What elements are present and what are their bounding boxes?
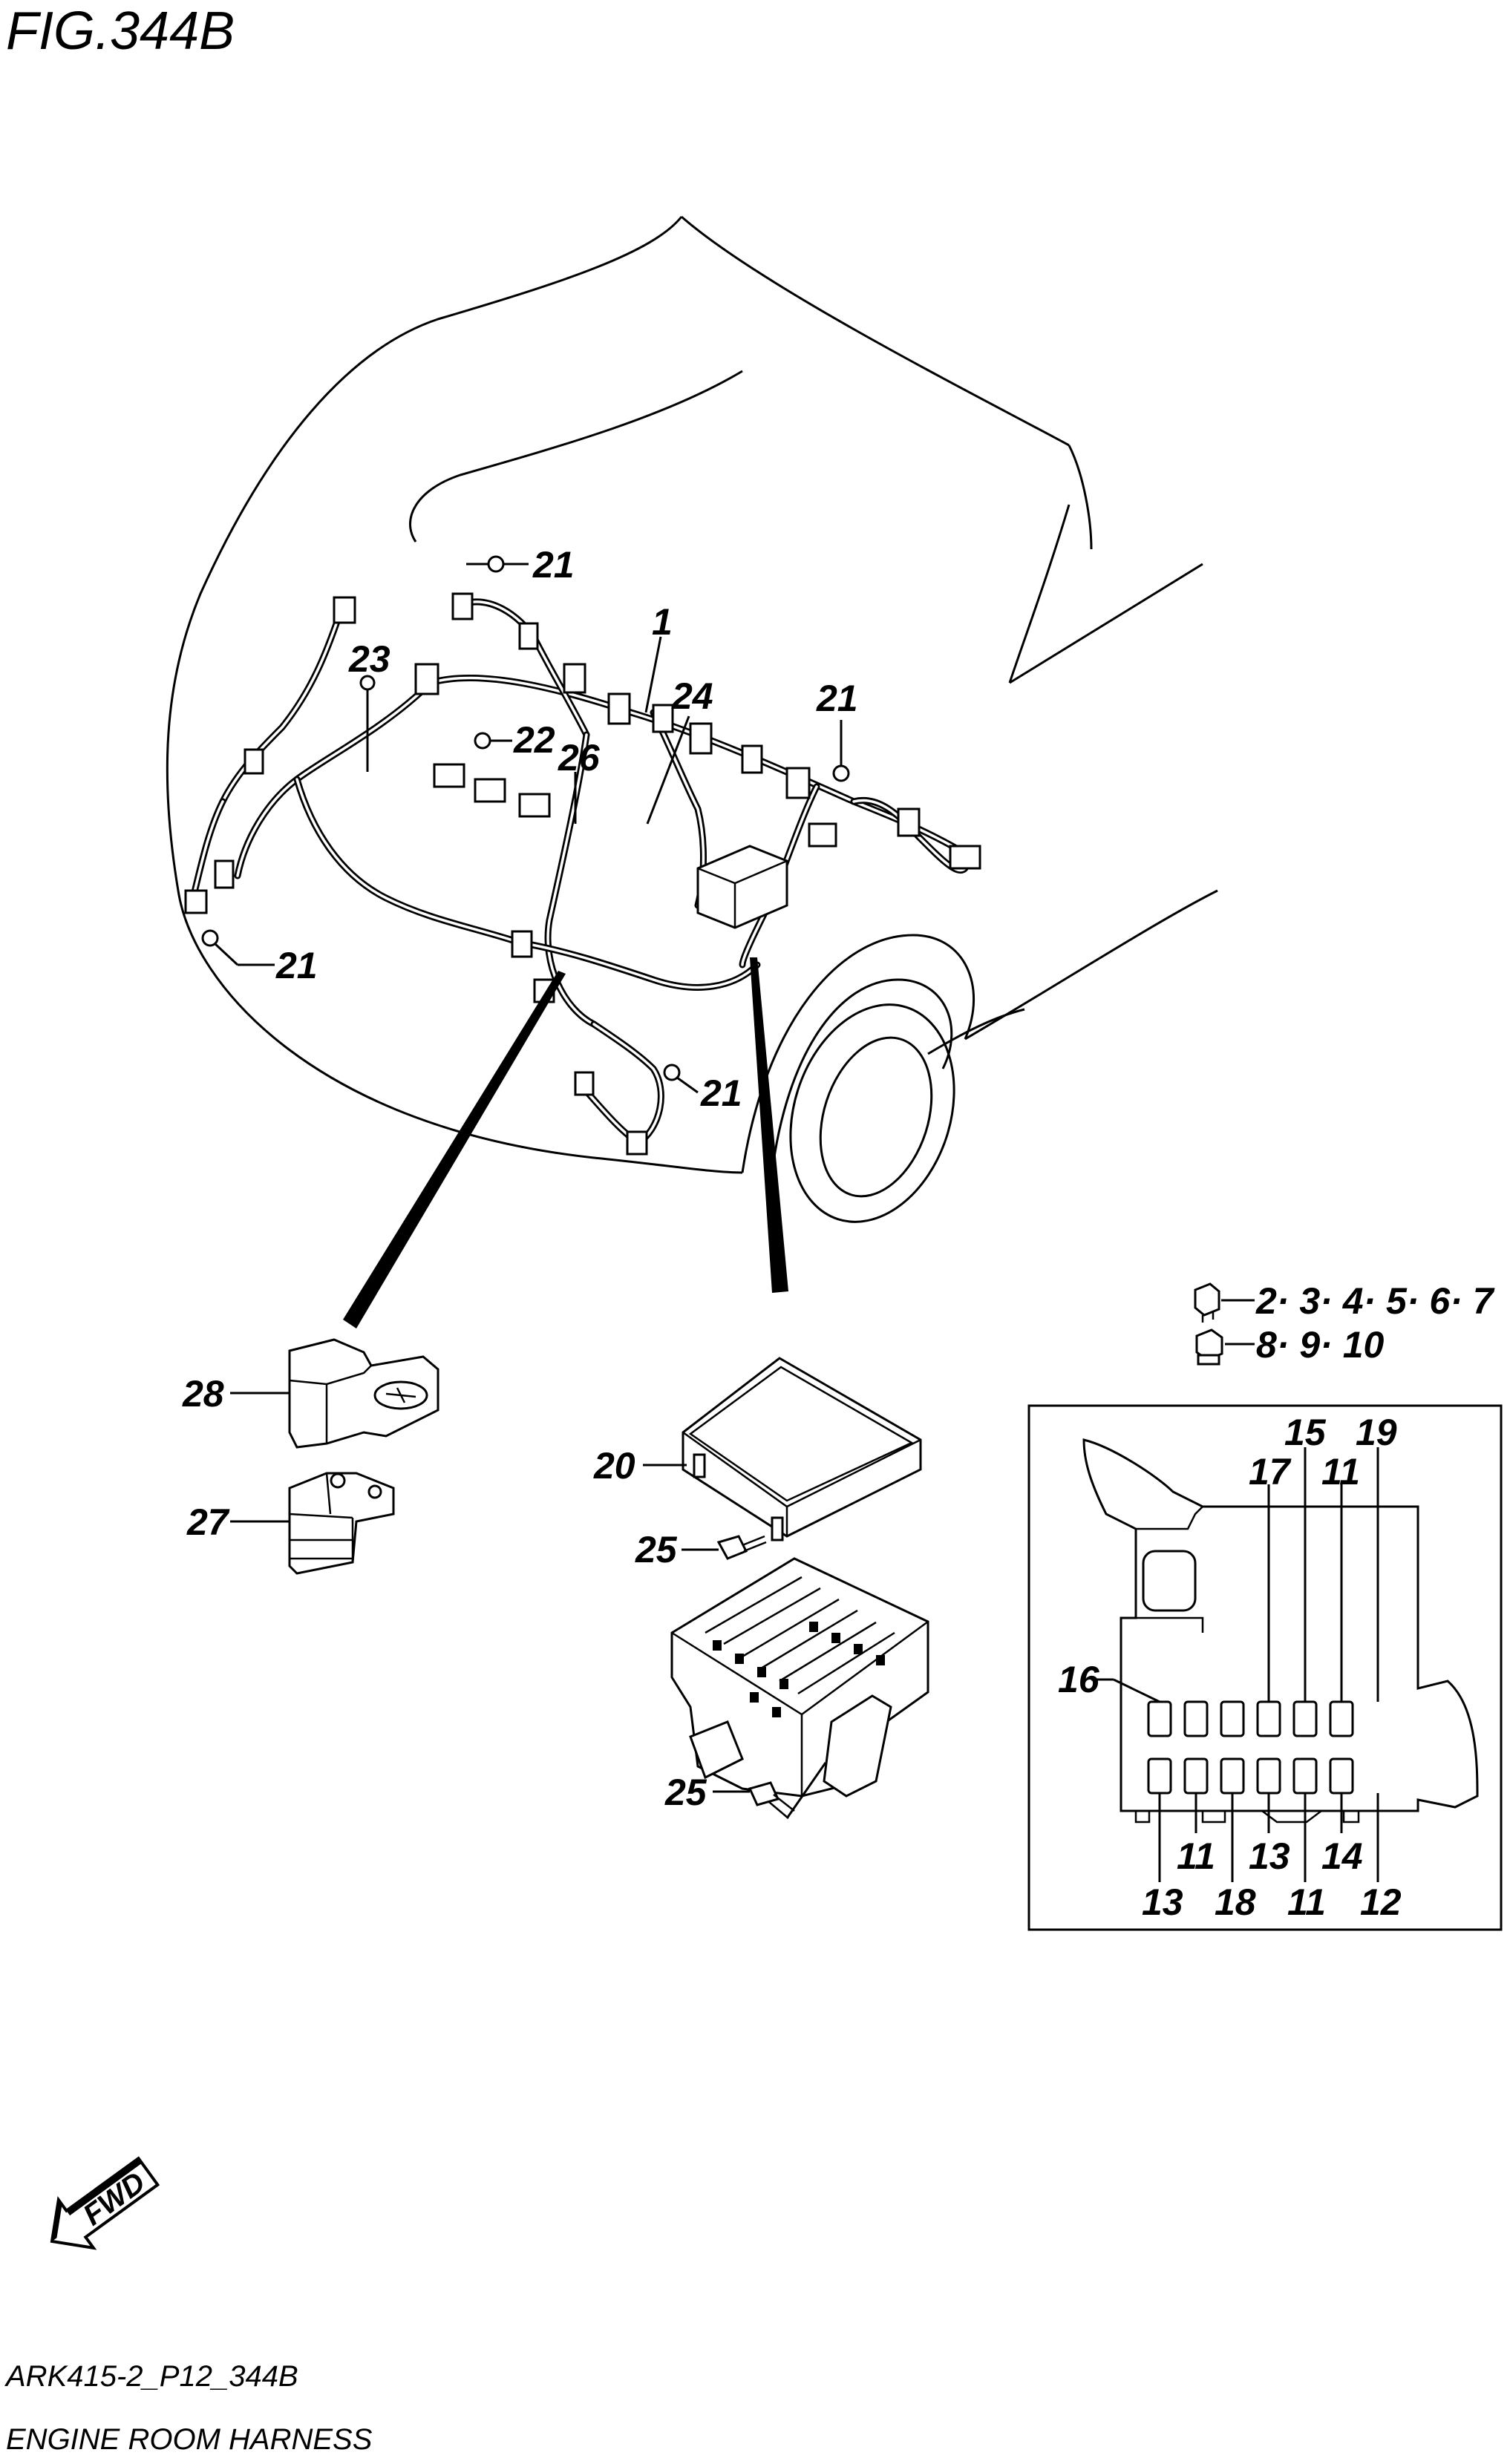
pointer-to-fuse-box <box>750 957 788 1293</box>
harness-assembly <box>184 592 981 1156</box>
fuse-label-17: 17 <box>1249 1451 1292 1493</box>
callout-1: 1 <box>652 601 673 643</box>
fuse-label-11-mid: 11 <box>1177 1835 1215 1877</box>
fuse-label-13-bottom: 13 <box>1142 1881 1183 1923</box>
callout-21-right: 21 <box>816 678 858 719</box>
callout-relay-large: 2· 3· 4· 5· 6· 7 <box>1255 1280 1495 1322</box>
callout-relay-small: 8· 9· 10 <box>1256 1324 1385 1366</box>
fuse-label-15: 15 <box>1284 1412 1327 1453</box>
callout-25-bottom: 25 <box>664 1772 707 1813</box>
relay-small-icon <box>1195 1328 1223 1366</box>
callout-27: 27 <box>186 1501 230 1543</box>
fuse-label-11-bottom: 11 <box>1287 1881 1326 1923</box>
callout-22: 22 <box>513 719 555 761</box>
relay-large-icon <box>1194 1282 1220 1323</box>
part-20-fusebox-cover <box>682 1357 922 1541</box>
fuse-box-installed <box>696 845 788 929</box>
fuse-label-13-mid: 13 <box>1249 1835 1290 1877</box>
callout-23: 23 <box>348 638 390 680</box>
vehicle-outline <box>166 215 1218 1223</box>
fuse-label-19: 19 <box>1356 1412 1397 1453</box>
figure-title: FIG.344B <box>6 1 235 61</box>
fuse-label-18: 18 <box>1215 1881 1256 1923</box>
callout-25-top: 25 <box>635 1529 678 1570</box>
fuse-layout-inset: 15 19 17 11 16 11 13 14 13 18 11 12 <box>1027 1404 1503 1931</box>
fuse-box-body <box>670 1557 929 1798</box>
fuse-label-12: 12 <box>1360 1881 1402 1923</box>
fuse-label-16: 16 <box>1058 1659 1100 1700</box>
part-25-bolt-top <box>716 1535 767 1560</box>
callout-20: 20 <box>593 1445 635 1487</box>
footer-code: ARK415-2_P12_344B <box>4 2360 298 2393</box>
callout-24: 24 <box>671 675 713 717</box>
fuse-label-14: 14 <box>1321 1835 1363 1877</box>
fwd-arrow-icon: FWD <box>50 2156 160 2250</box>
fuse-label-11-top: 11 <box>1321 1451 1360 1493</box>
car-callouts: 21 1 23 24 21 22 26 21 21 <box>201 544 858 1114</box>
callout-21-top: 21 <box>532 544 575 586</box>
callout-26: 26 <box>558 737 601 779</box>
footer-caption: ENGINE ROOM HARNESS <box>6 2423 373 2456</box>
part-25-bolt-bottom <box>748 1781 795 1819</box>
pointer-to-27-28 <box>343 971 566 1328</box>
callout-28: 28 <box>182 1373 224 1415</box>
part-28-cover <box>288 1338 439 1449</box>
part-27-terminal <box>288 1472 395 1575</box>
callout-21-bottom: 21 <box>700 1072 742 1114</box>
callout-21-left: 21 <box>275 945 318 986</box>
